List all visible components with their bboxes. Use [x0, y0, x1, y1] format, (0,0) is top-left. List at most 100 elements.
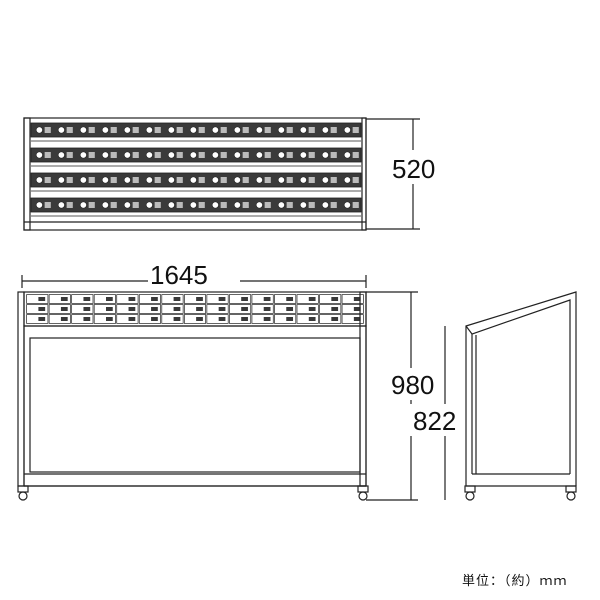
top-slot-hole [255, 151, 263, 159]
top-slot-hole [167, 176, 175, 184]
top-slot-hole [233, 126, 241, 134]
top-slot-hole [123, 151, 131, 159]
top-slot-key [264, 127, 271, 133]
top-slot-key [286, 152, 293, 158]
side-caster-left [465, 491, 475, 501]
top-slot-hole [145, 126, 153, 134]
top-slot-hole [211, 176, 219, 184]
front-locker-lock [83, 307, 91, 311]
top-slot-hole [233, 176, 241, 184]
depth-dimension: 520 [366, 118, 444, 230]
top-slot-key [154, 127, 161, 133]
top-slot-hole [321, 151, 329, 159]
front-locker-lock [241, 317, 248, 321]
top-slot-key [66, 127, 73, 133]
top-slot-hole [233, 201, 241, 209]
top-slot-hole [57, 126, 65, 134]
top-slot-hole [343, 176, 351, 184]
front-locker-lock [196, 317, 203, 321]
front-view-inner-panel [29, 337, 361, 473]
top-slot-key [198, 152, 205, 158]
height-front-label: 822 [413, 406, 456, 436]
top-slot-hole [189, 151, 197, 159]
top-slot-hole [101, 151, 109, 159]
top-slot-hole [255, 126, 263, 134]
top-slot-key [198, 177, 205, 183]
front-locker-lock [286, 307, 294, 311]
front-locker-lock [308, 297, 316, 301]
front-locker-door [296, 304, 319, 314]
front-locker-door [138, 314, 161, 324]
front-caster-right [358, 491, 368, 501]
top-slot-key [88, 152, 95, 158]
top-slot-hole [211, 151, 219, 159]
top-slot-key [154, 177, 161, 183]
top-slot-key [198, 127, 205, 133]
top-slot-key [330, 177, 337, 183]
top-slot-key [66, 177, 73, 183]
top-slot-key [44, 177, 51, 183]
side-view-inner-outline [471, 299, 571, 474]
front-locker-lock [105, 297, 113, 301]
top-slot-hole [79, 201, 87, 209]
front-locker-door [341, 294, 364, 304]
top-slot-key [264, 152, 271, 158]
top-slot-key [308, 152, 315, 158]
front-locker-door [71, 294, 94, 304]
front-caster-left [18, 491, 28, 501]
top-slot-key [44, 127, 51, 133]
front-view-lower-frame [23, 325, 367, 487]
front-locker-door [26, 294, 49, 304]
front-locker-door [93, 294, 116, 304]
front-locker-door [116, 304, 139, 314]
front-view: 1645 [17, 260, 369, 501]
front-locker-door [183, 304, 207, 314]
top-slot-key [110, 202, 117, 208]
front-locker-lock [128, 317, 136, 321]
front-locker-door [341, 314, 364, 324]
front-locker-door [206, 304, 229, 314]
front-locker-lock [60, 297, 68, 301]
front-locker-lock [105, 317, 113, 321]
top-slot-hole [343, 126, 351, 134]
front-locker-door [251, 314, 274, 324]
front-locker-door [71, 304, 94, 314]
top-slot-key [352, 202, 359, 208]
front-locker-door [341, 304, 364, 314]
front-locker-lock [218, 297, 226, 301]
front-locker-lock [128, 307, 136, 311]
top-slot-hole [299, 126, 307, 134]
top-slot-key [352, 127, 359, 133]
top-slot-hole [189, 126, 197, 134]
front-locker-door [274, 314, 297, 324]
top-slot-hole [299, 151, 307, 159]
front-locker-door [93, 304, 116, 314]
front-locker-lock [286, 297, 294, 301]
front-locker-door [229, 294, 252, 304]
top-slot-key [220, 177, 227, 183]
front-locker-lock [218, 317, 226, 321]
top-slot-hole [343, 151, 351, 159]
top-slot-hole [79, 176, 87, 184]
top-slot-hole [343, 201, 351, 209]
top-slot-key [220, 152, 227, 158]
top-slot-hole [189, 201, 197, 209]
top-slot-key [110, 177, 117, 183]
front-locker-lock [173, 297, 181, 301]
top-view-slot-grid [30, 122, 362, 217]
top-slot-key [66, 202, 73, 208]
top-slot-key [220, 202, 227, 208]
top-slot-key [132, 177, 139, 183]
front-locker-door [116, 294, 139, 304]
front-locker-lock [331, 317, 339, 321]
width-dimension: 1645 [21, 260, 367, 292]
top-slot-key [264, 177, 271, 183]
top-slot-key [286, 177, 293, 183]
top-slot-key [352, 177, 359, 183]
top-slot-key [132, 127, 139, 133]
top-view-left-post [23, 117, 31, 231]
front-locker-lock [241, 297, 248, 301]
front-locker-door [251, 304, 274, 314]
top-slot-hole [145, 201, 153, 209]
side-view-outline [465, 291, 577, 486]
